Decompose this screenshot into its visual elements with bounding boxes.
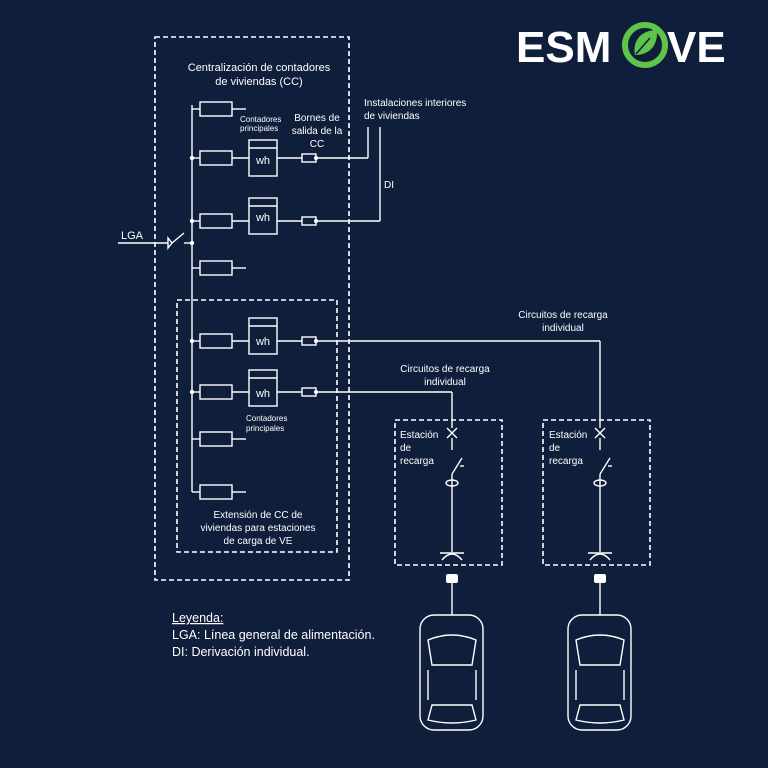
meter-row-3: wh: [189, 127, 381, 235]
meter-label-row3: wh: [255, 212, 270, 224]
fuse-row-8: [192, 484, 246, 500]
station1-line1: Estación: [400, 430, 438, 441]
station1-line3: recarga: [400, 456, 434, 467]
legend: Leyenda: LGA: Línea general de alimentac…: [172, 611, 375, 659]
contadores-principales-top-line1: Contadores: [240, 115, 281, 124]
charging-station-1: Estación de recarga: [394, 419, 503, 566]
contadores-principales-top-line2: principales: [240, 124, 278, 133]
station1-line2: de: [400, 443, 412, 454]
instalaciones-line2: de viviendas: [364, 111, 420, 122]
cc-title-line1: Centralización de contadores: [188, 62, 331, 74]
extension-line1: Extensión de CC de: [214, 510, 303, 521]
meter-row-2: wh: [189, 127, 369, 177]
meter-label-row6: wh: [255, 388, 270, 400]
car-icon-1: [419, 574, 484, 731]
extension-boundary-box: [176, 299, 338, 553]
esmove-logo: ESM VE: [516, 22, 726, 72]
lga-feed: LGA: [118, 230, 195, 250]
station2-line2: de: [549, 443, 561, 454]
meter-label-row5: wh: [255, 336, 270, 348]
fuse-row-1: [192, 101, 246, 117]
leaf-plug-circle-icon: [622, 22, 668, 68]
extension-line3: de carga de VE: [224, 536, 293, 547]
circuitos-right-line2: individual: [542, 323, 584, 334]
extension-line2: viviendas para estaciones: [200, 523, 315, 534]
fuse-row-4: [192, 260, 246, 276]
lga-label: LGA: [121, 230, 144, 242]
legend-line2: DI: Derivación individual.: [172, 645, 310, 659]
meter-label-row2: wh: [255, 155, 270, 167]
instalaciones-line1: Instalaciones interiores: [364, 98, 466, 109]
circuitos-left-line2: individual: [424, 377, 466, 388]
meter-row-5: wh: [189, 317, 601, 428]
contadores-principales-bottom-line2: principales: [246, 424, 284, 433]
logo-text-right: VE: [667, 23, 726, 72]
car-icon-2: [567, 574, 632, 731]
circuitos-left-line1: Circuitos de recarga: [400, 364, 490, 375]
charging-station-2: Estación de recarga: [542, 419, 651, 566]
legend-line1: LGA: Línea general de alimentación.: [172, 628, 375, 642]
cc-title-line2: de viviendas (CC): [215, 76, 302, 88]
logo-text-left: ESM: [516, 23, 611, 72]
contadores-principales-bottom-line1: Contadores: [246, 414, 287, 423]
bornes-line2: salida de la: [292, 126, 343, 137]
bornes-line1: Bornes de: [294, 113, 340, 124]
di-label: DI: [384, 180, 394, 191]
station2-line1: Estación: [549, 430, 587, 441]
station2-line3: recarga: [549, 456, 583, 467]
fuse-row-7: [192, 431, 246, 447]
cc-boundary-box: [154, 36, 350, 581]
meter-row-6: wh: [189, 369, 453, 428]
circuitos-right-line1: Circuitos de recarga: [518, 310, 608, 321]
legend-title: Leyenda:: [172, 611, 223, 625]
bornes-line3: CC: [310, 139, 324, 150]
